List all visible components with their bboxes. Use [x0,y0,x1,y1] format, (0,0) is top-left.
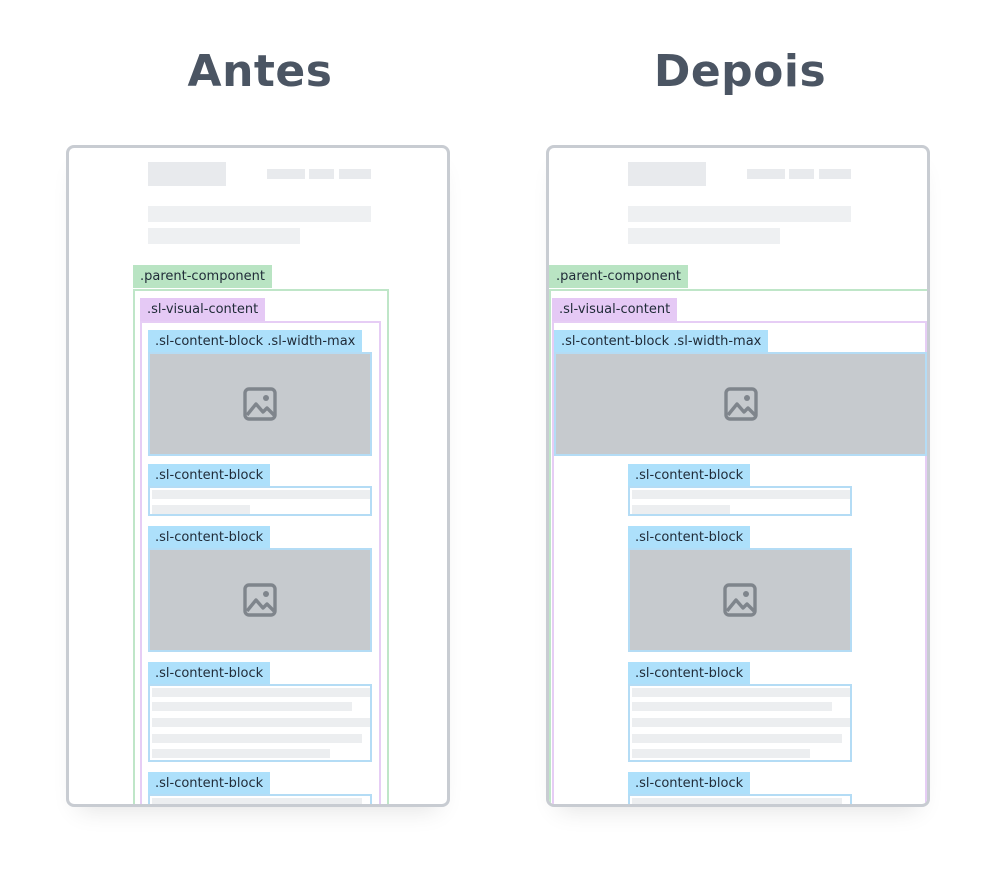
content-block-text-box [628,684,852,762]
content-block-label: .sl-content-block [148,464,271,487]
content-block-label: .sl-content-block [148,772,271,795]
mock-text-line [152,734,362,743]
content-block-label: .sl-content-block [148,662,271,685]
parent-component-label: .parent-component [133,265,272,288]
parent-component-label: .parent-component [549,265,688,288]
mock-text-line [632,734,842,743]
visual-content-label: .sl-visual-content [140,298,266,321]
title-depois: Depois [653,46,827,97]
mock-heading-line [628,228,780,244]
content-block-label: .sl-content-block [628,464,751,487]
mock-text-line [152,688,370,697]
mock-heading-line [628,206,851,222]
content-block-text-box [628,486,852,516]
visual-content-box [140,321,381,804]
content-block-text-box [148,684,372,762]
visual-content-label: .sl-visual-content [552,298,678,321]
content-block-max-label: .sl-content-block .sl-width-max [554,330,769,353]
mock-text-line [152,798,362,804]
content-block-label: .sl-content-block [628,662,751,685]
mock-text-line [152,490,370,499]
mock-nav-item [267,169,305,179]
image-icon [243,583,277,617]
parent-component-box [549,289,927,804]
mock-nav-item [339,169,371,179]
content-block-max-box [148,352,372,456]
content-block-image-box [148,548,372,652]
mock-text-line [152,749,330,758]
content-block-max-box [554,352,927,456]
mock-text-line [632,798,842,804]
content-block-text-box [628,794,852,804]
mock-nav-item [309,169,334,179]
mock-text-line [152,505,250,514]
mock-logo [628,162,706,186]
mock-text-line [632,490,850,499]
mock-nav-item [747,169,785,179]
mock-heading-line [148,228,300,244]
image-icon [243,387,277,421]
content-block-label: .sl-content-block [628,526,751,549]
content-block-max-label: .sl-content-block .sl-width-max [148,330,363,353]
mock-heading-line [148,206,371,222]
mock-text-line [632,749,810,758]
mock-logo [148,162,226,186]
mock-text-line [632,505,730,514]
content-block-text-box [148,486,372,516]
content-block-label: .sl-content-block [148,526,271,549]
parent-component-box [133,289,389,804]
content-block-image-box [628,548,852,652]
image-icon [723,387,758,421]
frame-antes: .parent-component .sl-visual-content .sl… [66,145,450,807]
mock-text-line [632,702,832,711]
title-antes: Antes [187,46,333,97]
mock-text-line [632,688,850,697]
mock-text-line [632,718,850,727]
mock-nav-item [819,169,851,179]
content-block-text-box [148,794,372,804]
mock-nav-item [789,169,814,179]
visual-content-box [552,321,927,804]
image-icon [723,583,757,617]
content-block-label: .sl-content-block [628,772,751,795]
frame-depois: .parent-component .sl-visual-content .sl… [546,145,930,807]
mock-text-line [152,718,370,727]
mock-text-line [152,702,352,711]
